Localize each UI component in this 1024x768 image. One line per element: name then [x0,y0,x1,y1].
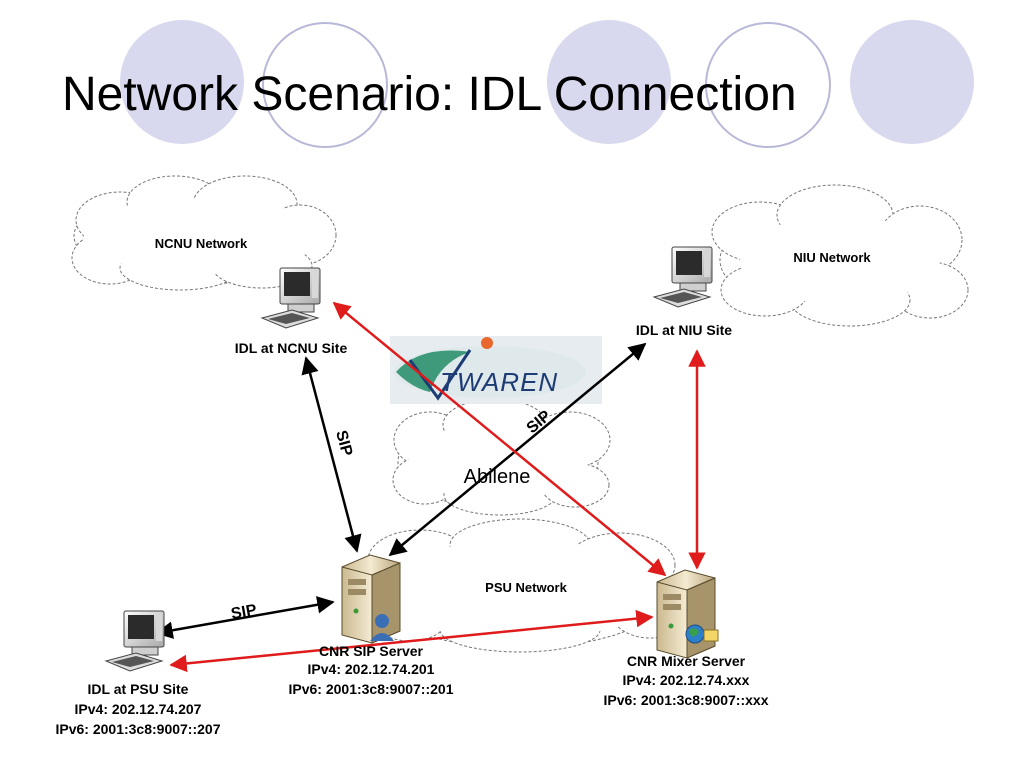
decor-circle [705,22,831,148]
node-label-sip-server: CNR SIP Server [319,643,424,659]
workstation-icon-ncnu [260,267,321,329]
mixer-server-ipv4: IPv4: 202.12.74.xxx [623,672,750,688]
media-link-psu [169,609,654,673]
node-label-idl-psu: IDL at PSU Site [88,681,189,697]
decorative-circles [120,20,974,148]
logo-dot [481,337,493,349]
cloud-label-niu: NIU Network [793,250,871,265]
mixer-server-ipv6: IPv6: 2001:3c8:9007::xxx [603,692,768,708]
node-label-idl-ncnu: IDL at NCNU Site [235,340,348,356]
sip-label-psu: SIP [230,602,259,623]
decor-circle [262,22,388,148]
node-label-idl-niu: IDL at NIU Site [636,322,732,338]
workstation-icon-psu [104,610,165,672]
idl-psu-ipv6: IPv6: 2001:3c8:9007::207 [55,721,220,737]
sip-label-ncnu: SIP [332,429,355,459]
sip-server-ipv4: IPv4: 202.12.74.201 [308,661,435,677]
cloud-ncnu [71,175,337,291]
folder-icon [703,629,719,642]
workstation-icon-niu [652,246,713,308]
server-icon-mixer [656,569,719,659]
decor-circle [120,20,244,144]
server-icon-sip [341,554,401,644]
user-badge-icon [375,614,389,628]
twaren-logo: TWAREN [390,336,602,404]
node-label-mixer-server: CNR Mixer Server [627,653,746,669]
sip-server-ipv6: IPv6: 2001:3c8:9007::201 [288,681,453,697]
logo-wordmark: TWAREN [440,367,558,397]
decor-circle [850,20,974,144]
slide-title: Network Scenario: IDL Connection [62,68,797,121]
decor-circle [547,20,671,144]
cloud-abilene [392,398,611,516]
cloud-label-ncnu: NCNU Network [155,236,248,251]
cloud-label-psu: PSU Network [485,580,567,595]
idl-psu-ipv4: IPv4: 202.12.74.207 [75,701,202,717]
cloud-niu [711,184,969,327]
media-link-ncnu [332,301,667,577]
